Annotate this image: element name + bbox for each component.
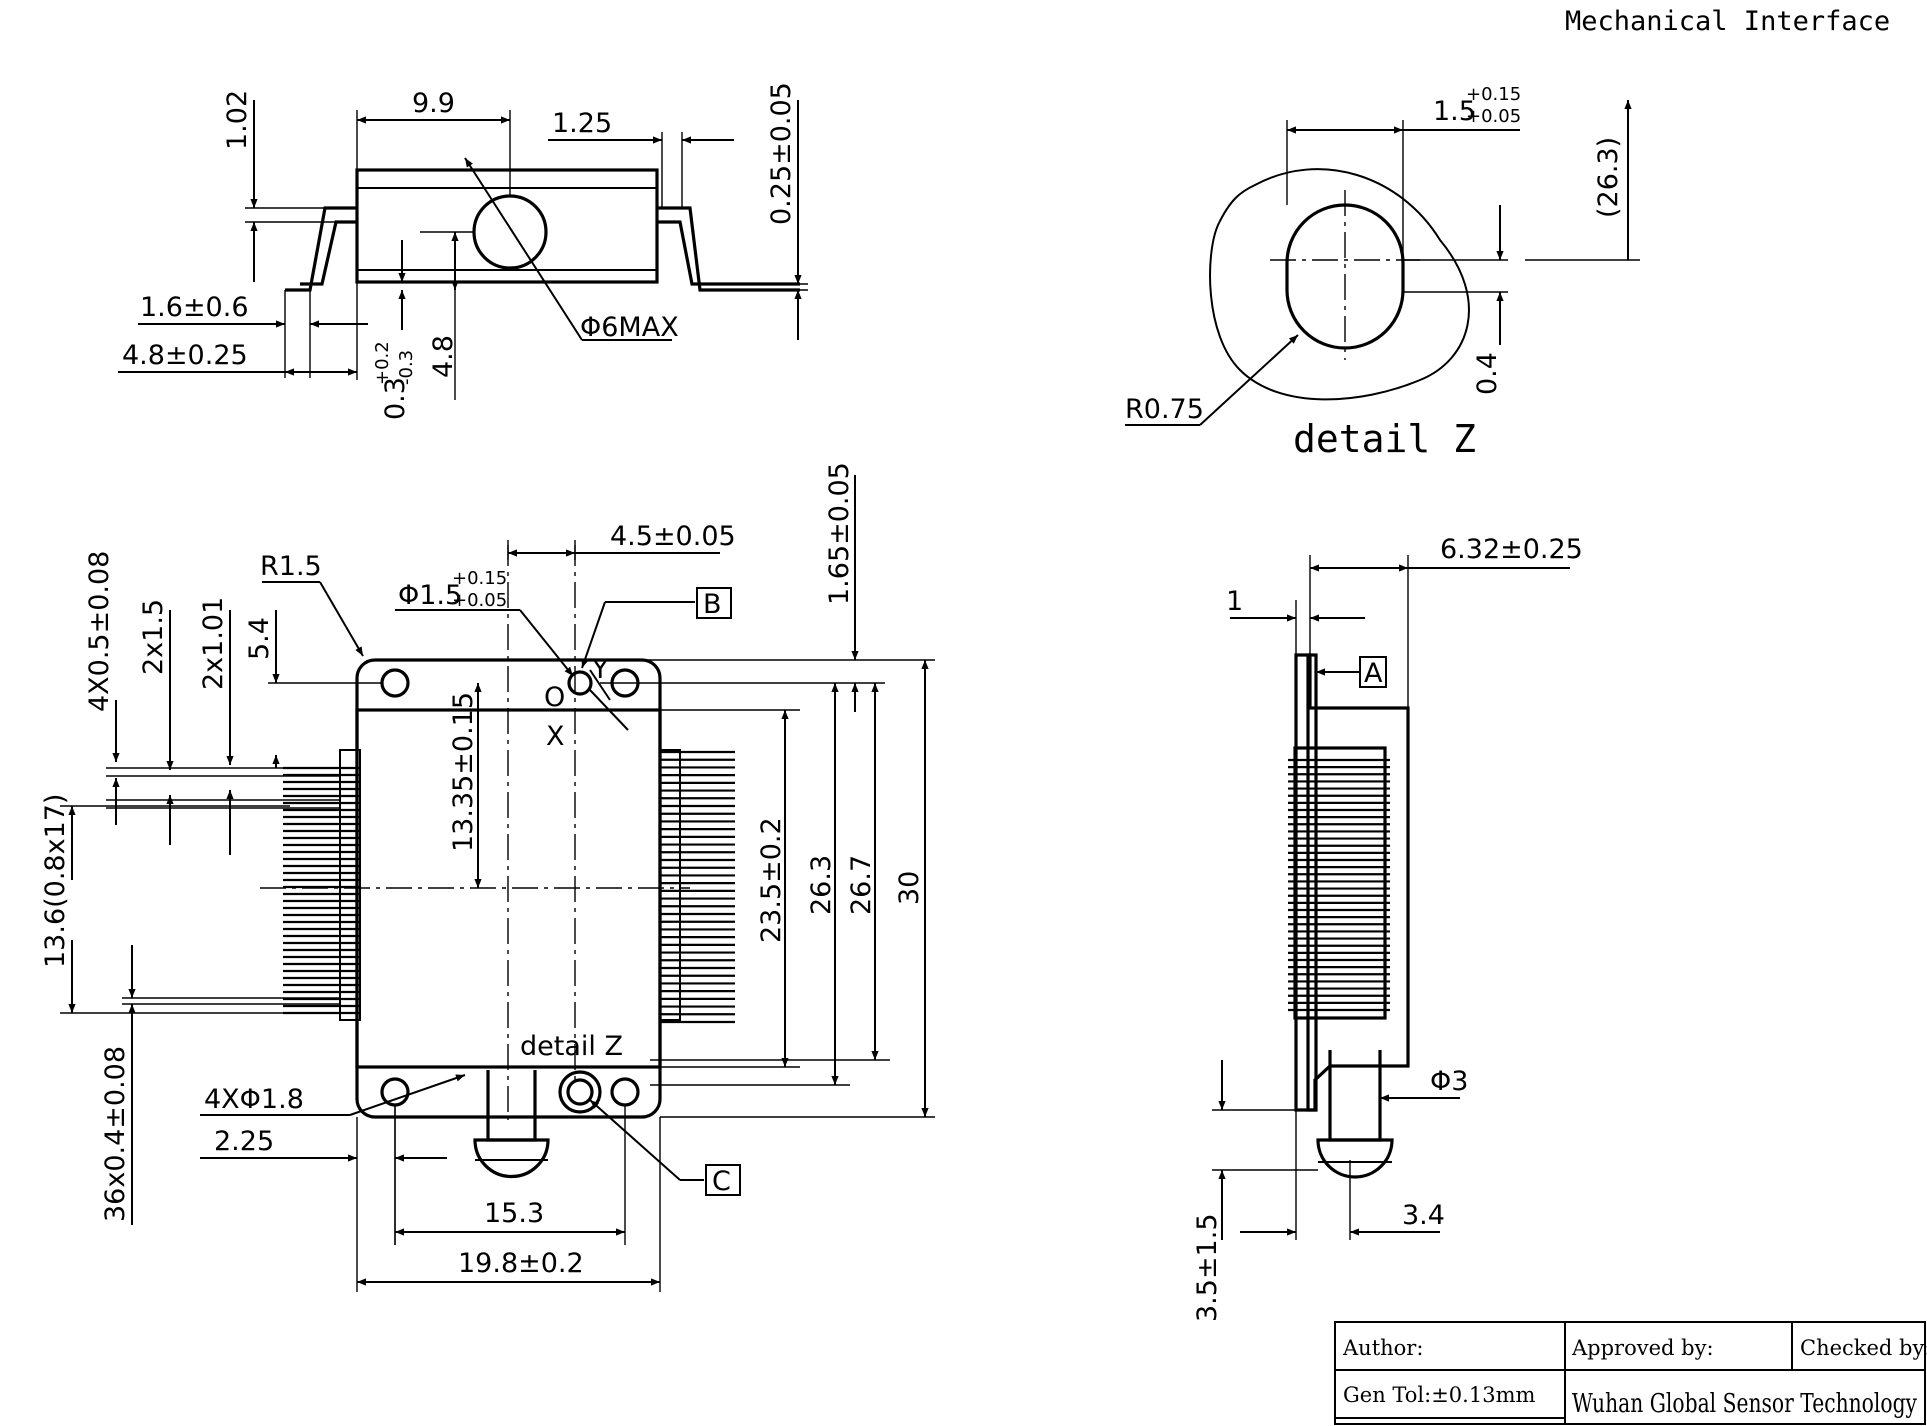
dim-15-3: 15.3 — [484, 1198, 544, 1229]
title-block-tolerance: Gen Tol:±0.13mm — [1343, 1383, 1535, 1407]
right-pin-row — [660, 750, 735, 1024]
dim-1-02: 1.02 — [222, 90, 253, 150]
dim-26-3: 26.3 — [806, 855, 837, 915]
mount-hole-br — [610, 1077, 640, 1107]
dim-phi1-5: Φ1.5 — [398, 580, 462, 611]
datum-c: C — [712, 1166, 731, 1197]
dim-26-3-ref: (26.3) — [1593, 137, 1624, 218]
title-block-checked: Checked by: — [1800, 1336, 1927, 1360]
dim-4-8-025: 4.8±0.25 — [122, 340, 248, 371]
dim-detail-width-upper: +0.15 — [1466, 84, 1521, 105]
dim-5-4: 5.4 — [244, 617, 275, 660]
dim-26-7: 26.7 — [846, 855, 877, 915]
left-pin-header — [339, 749, 361, 1021]
dim-1-65: 1.65±0.05 — [824, 462, 855, 605]
dim-detail-width-lower: +0.05 — [1466, 106, 1521, 127]
window-circle — [472, 194, 548, 270]
left-pin-row — [283, 766, 360, 1015]
dim-1-25: 1.25 — [552, 108, 612, 139]
dim-4-5: 4.5±0.05 — [610, 521, 736, 552]
mount-hole-tl — [380, 668, 410, 698]
datum-a: A — [1364, 658, 1383, 689]
right-pin-header — [659, 749, 681, 1021]
dim-2x1-01: 2x1.01 — [198, 597, 229, 690]
dim-3-4: 3.4 — [1402, 1200, 1445, 1231]
front-view: O X Y R1.5 Φ1.5 +0.15 +0.05 B 4.5±0.05 — [40, 462, 935, 1292]
top-view-body — [355, 168, 659, 284]
title-block-author: Author: — [1342, 1336, 1423, 1360]
dim-13-6: 13.6(0.8x17) — [40, 794, 71, 968]
detail-z-view: 1.5 +0.15 +0.05 (26.3) 0.4 R0.75 detail … — [1125, 84, 1640, 461]
dim-1: 1 — [1226, 586, 1243, 617]
dim-0-3: 0.3 — [380, 377, 411, 420]
dim-4xphi1-8: 4XΦ1.8 — [204, 1084, 304, 1115]
side-view-body — [1294, 653, 1410, 1112]
detail-z-label: detail Z — [1293, 417, 1476, 461]
dim-30: 30 — [894, 871, 925, 905]
dim-phi6max: Φ6MAX — [580, 312, 679, 343]
side-pin-block — [1293, 746, 1387, 1020]
axis-y: Y — [591, 654, 609, 685]
sheet-title: Mechanical Interface — [1565, 6, 1890, 37]
dim-36x0-4: 36x0.4±0.08 — [100, 1046, 131, 1222]
dim-phi1-5-lower: +0.05 — [452, 590, 507, 611]
dim-9-9: 9.9 — [412, 88, 455, 119]
dim-4-8: 4.8 — [428, 335, 459, 378]
dim-phi1-5-upper: +0.15 — [452, 568, 507, 589]
datum-b: B — [703, 589, 722, 620]
dim-6-32: 6.32±0.25 — [1440, 534, 1583, 565]
side-fiber-tube-end — [1316, 1138, 1394, 1179]
dim-13-35: 13.35±0.15 — [448, 692, 479, 852]
dim-r1-5: R1.5 — [260, 551, 322, 582]
dim-phi3: Φ3 — [1430, 1066, 1468, 1097]
title-block: Author: Approved by: Checked by: Gen Tol… — [1334, 1321, 1927, 1425]
dim-r0-75: R0.75 — [1125, 394, 1204, 425]
dim-3-5: 3.5±1.5 — [1192, 1213, 1223, 1322]
side-pin-row — [1288, 758, 1390, 1012]
title-block-company: Wuhan Global Sensor Technology — [1572, 1389, 1917, 1419]
dim-0-3-upper: +0.2 — [372, 341, 393, 385]
dim-4x0-5: 4X0.5±0.08 — [84, 551, 115, 712]
dim-0-25: 0.25±0.05 — [766, 82, 797, 225]
dim-detail-width: 1.5 — [1433, 96, 1476, 127]
detail-z-reference: detail Z — [520, 1031, 623, 1062]
fiber-tube-end — [473, 1138, 550, 1179]
dim-19-8: 19.8±0.2 — [458, 1248, 584, 1279]
dim-1-6: 1.6±0.6 — [140, 292, 249, 323]
title-block-approved: Approved by: — [1571, 1336, 1714, 1360]
detail-z-outline — [1209, 168, 1470, 401]
axis-x: X — [546, 721, 565, 752]
dim-2x1-5: 2x1.5 — [138, 599, 169, 675]
dim-0-4: 0.4 — [1472, 352, 1503, 395]
ref-hole-b — [567, 670, 593, 696]
axis-o: O — [544, 682, 565, 713]
top-view: Φ6MAX 9.9 1.25 1.02 0.25±0.05 1.6±0.6 — [118, 82, 808, 420]
ref-hole-c-outer — [558, 1070, 602, 1114]
ref-hole-c-inner — [566, 1078, 594, 1106]
side-view: A 6.32±0.25 1 Φ3 3.4 3.5±1.5 — [1192, 534, 1583, 1322]
dim-0-3-lower: -0.3 — [396, 350, 417, 385]
mount-hole-bl — [380, 1077, 410, 1107]
dim-23-5: 23.5±0.2 — [756, 817, 787, 943]
dim-2-25: 2.25 — [214, 1126, 274, 1157]
